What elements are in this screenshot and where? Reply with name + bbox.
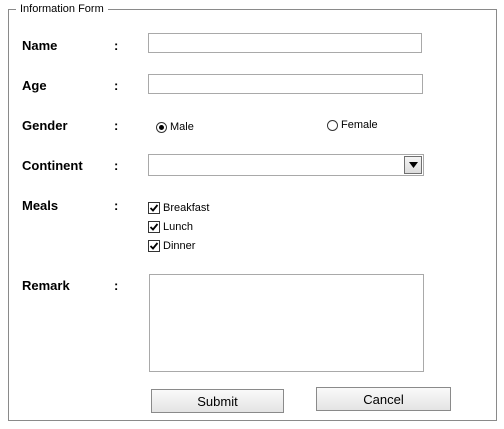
gender-label: Gender bbox=[22, 118, 68, 133]
meal-checkbox-lunch[interactable]: Lunch bbox=[148, 221, 193, 233]
dropdown-button[interactable] bbox=[404, 156, 422, 174]
checkmark-icon bbox=[149, 223, 159, 231]
remark-label: Remark bbox=[22, 278, 70, 293]
age-label: Age bbox=[22, 78, 47, 93]
meals-label: Meals bbox=[22, 198, 59, 213]
checkbox-label: Dinner bbox=[163, 240, 196, 252]
information-form-frame bbox=[8, 9, 497, 421]
name-input[interactable] bbox=[148, 33, 422, 53]
gender-radio-male[interactable]: Male bbox=[156, 121, 194, 133]
radio-male-label: Male bbox=[170, 121, 194, 133]
checkbox-box bbox=[148, 240, 160, 252]
checkbox-box bbox=[148, 202, 160, 214]
cancel-button[interactable]: Cancel bbox=[316, 387, 451, 411]
submit-button[interactable]: Submit bbox=[151, 389, 284, 413]
continent-select[interactable] bbox=[148, 154, 424, 176]
radio-female-label: Female bbox=[341, 119, 378, 131]
meals-colon: : bbox=[114, 198, 119, 213]
checkmark-icon bbox=[149, 204, 159, 212]
name-colon: : bbox=[114, 38, 119, 53]
meal-checkbox-dinner[interactable]: Dinner bbox=[148, 240, 195, 252]
remark-colon: : bbox=[114, 278, 119, 293]
checkbox-label: Lunch bbox=[163, 221, 193, 233]
radio-unselected-icon bbox=[327, 119, 338, 131]
checkbox-label: Breakfast bbox=[163, 202, 210, 214]
age-colon: : bbox=[114, 78, 119, 93]
continent-colon: : bbox=[114, 158, 119, 173]
gender-radio-female[interactable]: Female bbox=[327, 119, 378, 131]
checkmark-icon bbox=[149, 242, 159, 250]
gender-colon: : bbox=[114, 118, 119, 133]
radio-selected-icon bbox=[156, 121, 167, 133]
checkbox-box bbox=[148, 221, 160, 233]
continent-label: Continent bbox=[22, 158, 83, 173]
chevron-down-icon bbox=[408, 162, 418, 168]
name-label: Name bbox=[22, 38, 58, 53]
meal-checkbox-breakfast[interactable]: Breakfast bbox=[148, 202, 209, 214]
form-title: Information Form bbox=[16, 3, 108, 15]
age-input[interactable] bbox=[148, 74, 423, 94]
remark-textarea[interactable] bbox=[149, 274, 424, 372]
